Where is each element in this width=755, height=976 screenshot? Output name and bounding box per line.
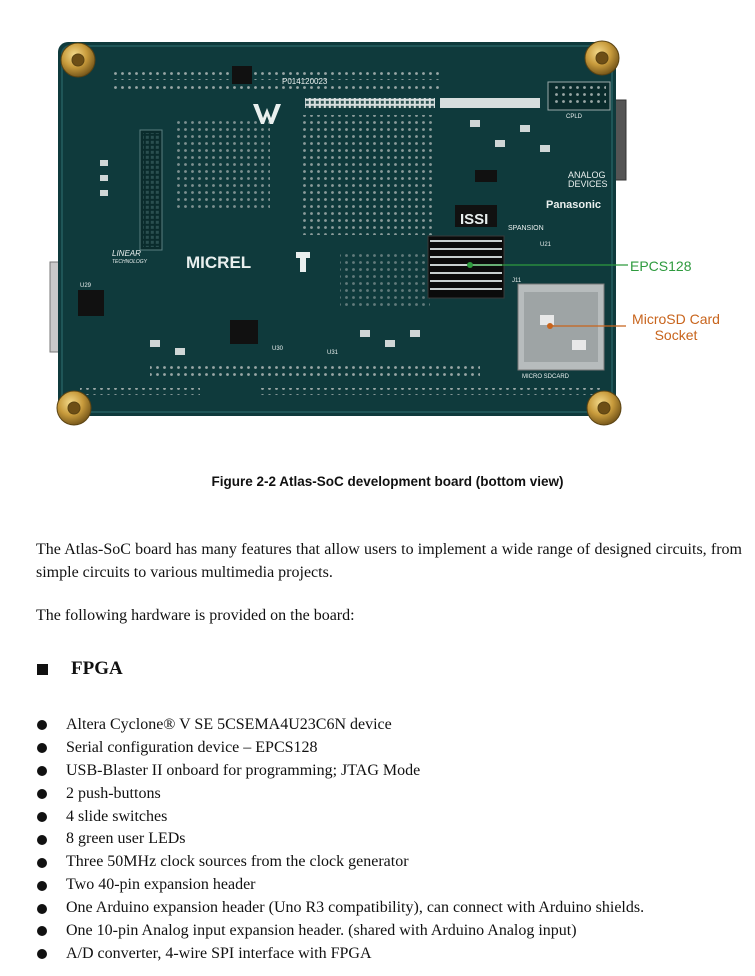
silk-cpld: CPLD [566,114,583,120]
silk-u29: U29 [80,283,92,289]
list-item-text: 8 green user LEDs [66,830,186,848]
silk-panasonic: Panasonic [546,199,601,211]
list-item-text: Two 40-pin expansion header [66,876,256,894]
list-item: 2 push-buttons [36,783,644,806]
list-item-text: One 10-pin Analog input expansion header… [66,922,577,940]
list-item: One Arduino expansion header (Uno R3 com… [36,897,644,920]
list-item-text: 2 push-buttons [66,784,161,802]
list-item-text: Serial configuration device – EPCS128 [66,738,318,756]
bullet-icon [37,812,47,822]
list-item-text: Three 50MHz clock sources from the clock… [66,853,409,871]
silk-u21: U21 [540,242,552,248]
we-logo-icon [253,104,281,124]
section-heading-text: FPGA [71,658,123,679]
list-item: Three 50MHz clock sources from the clock… [36,851,644,874]
hardware-intro: The following hardware is provided on th… [36,607,355,624]
silk-j11: J11 [512,278,522,284]
bullet-icon [37,857,47,868]
list-item: 8 green user LEDs [36,828,644,851]
bullet-icon [37,926,47,937]
list-item-text: 4 slide switches [66,807,168,825]
list-item-text: Altera Cyclone® V SE 5CSEMA4U23C6N devic… [66,716,392,733]
square-bullet-icon [37,663,48,675]
silk-u30: U30 [272,346,284,352]
bullet-icon [37,720,47,731]
silk-part-number: P014120023 [282,77,328,86]
list-item-text: A/D converter, 4-wire SPI interface with… [66,944,372,962]
silk-socket: MICRO SDCARD [522,374,570,380]
list-item-text: USB-Blaster II onboard for programming; … [66,761,421,779]
figure-caption: Figure 2-2 Atlas-SoC development board (… [211,474,564,489]
bullet-icon [37,949,47,960]
list-item: Serial configuration device – EPCS128 [36,737,644,760]
silk-issi: ISSI [460,211,488,228]
intro-paragraph: The Atlas-SoC board has many features th… [36,541,742,581]
list-item: 4 slide switches [36,806,644,829]
callout-epcs128: EPCS128 [630,258,692,274]
fpga-feature-list: Altera Cyclone® V SE 5CSEMA4U23C6N devic… [36,714,644,966]
standoff-icon [56,40,622,426]
bullet-icon [37,743,47,754]
silk-micrel: MICREL [186,253,251,272]
list-item: One 10-pin Analog input expansion header… [36,920,644,943]
bullet-icon [37,903,47,914]
section-heading: FPGA [36,658,123,680]
list-item: A/D converter, 4-wire SPI interface with… [36,943,644,966]
silk-spansion: SPANSION [508,225,544,232]
ti-logo-icon [296,252,310,272]
bullet-icon [37,789,47,800]
list-item: USB-Blaster II onboard for programming; … [36,760,644,783]
bullet-icon [37,880,47,891]
list-item-text: One Arduino expansion header (Uno R3 com… [66,899,645,917]
list-item: Altera Cyclone® V SE 5CSEMA4U23C6N devic… [36,714,644,737]
list-item: Two 40-pin expansion header [36,874,644,897]
bullet-icon [37,766,47,777]
bullet-icon [37,834,47,845]
silk-u31: U31 [327,350,339,356]
